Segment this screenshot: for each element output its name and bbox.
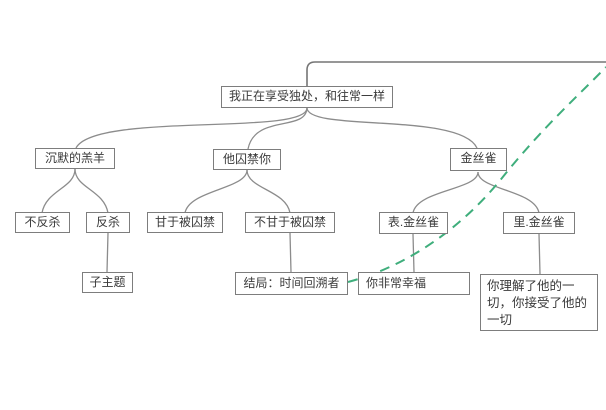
node-surface-canary[interactable]: 表.金丝雀 (379, 212, 448, 234)
edge-inner-understand (538, 233, 541, 275)
root-offscreen-connector (306, 61, 606, 88)
edge-surface-very-happy (412, 233, 415, 273)
node-silent-lamb[interactable]: 沉默的羔羊 (35, 148, 115, 169)
edge-canary-surface (412, 171, 479, 214)
node-canary[interactable]: 金丝雀 (450, 148, 507, 171)
node-understand-accept[interactable]: 你理解了他的一切，你接受了他的一切 (480, 274, 598, 331)
green-dashed-curve (347, 66, 606, 283)
node-very-happy[interactable]: 你非常幸福 (358, 272, 470, 295)
node-counter-kill[interactable]: 反杀 (86, 212, 130, 233)
edge-he-unwilling (246, 169, 291, 214)
node-sub-topic[interactable]: 子主题 (82, 272, 133, 293)
node-inner-canary[interactable]: 里.金丝雀 (503, 212, 575, 234)
edge-he-willing (184, 169, 248, 214)
edge-canary-inner (477, 171, 540, 214)
edge-root-he-imprisons-you (247, 107, 308, 150)
node-no-counter-kill[interactable]: 不反杀 (15, 212, 70, 233)
node-unwilling-imprisoned[interactable]: 不甘于被囚禁 (245, 212, 335, 233)
node-willing-imprisoned[interactable]: 甘于被囚禁 (147, 212, 223, 233)
edge-silent-lamb-no-counter-kill (41, 168, 76, 214)
node-he-imprisons-you[interactable]: 他囚禁你 (213, 149, 281, 170)
edge-root-canary (306, 107, 478, 149)
edge-counter-kill-sub-topic (106, 232, 109, 273)
edge-root-silent-lamb (75, 107, 308, 149)
edge-silent-lamb-counter-kill (74, 168, 109, 214)
node-ending-time-rewinder[interactable]: 结局：时间回溯者 (235, 272, 348, 295)
edge-unwilling-ending (289, 232, 292, 273)
node-root[interactable]: 我正在享受独处，和往常一样 (221, 86, 393, 108)
